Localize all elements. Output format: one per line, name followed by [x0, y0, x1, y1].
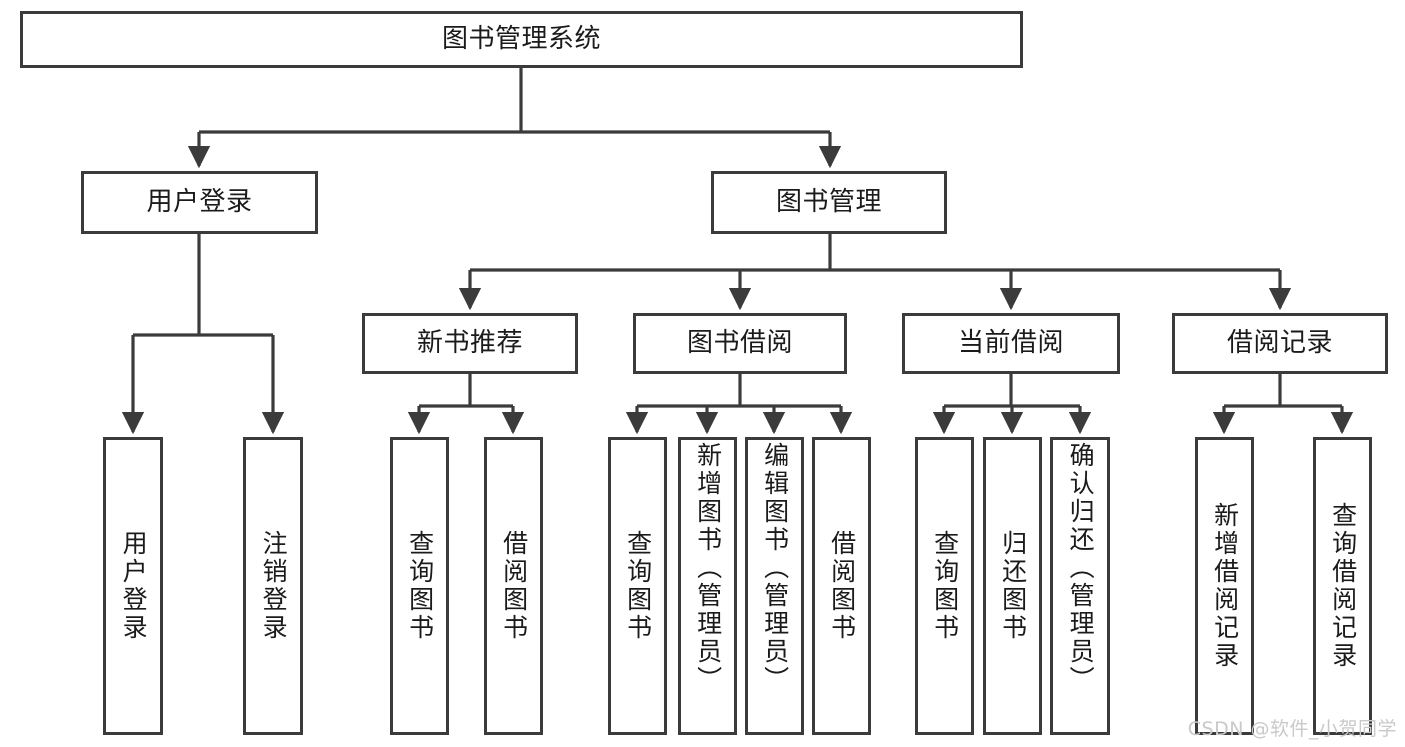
node-leaf-query-record[interactable]: 查询借阅记录 — [1313, 437, 1372, 735]
node-book-manage[interactable]: 图书管理 — [711, 171, 947, 234]
node-leaf-borrow-book-1[interactable]: 借阅图书 — [484, 437, 543, 735]
node-leaf-add-book-label: 新增图书（管理员） — [693, 442, 723, 694]
node-leaf-edit-book[interactable]: 编辑图书（管理员） — [745, 437, 804, 735]
node-leaf-add-record[interactable]: 新增借阅记录 — [1195, 437, 1254, 735]
node-leaf-query-book-2[interactable]: 查询图书 — [608, 437, 667, 735]
node-book-borrow[interactable]: 图书借阅 — [633, 313, 847, 374]
node-user-login-label: 用户登录 — [146, 186, 253, 217]
node-borrow-record-label: 借阅记录 — [1226, 327, 1333, 358]
node-book-borrow-label: 图书借阅 — [686, 327, 793, 358]
node-leaf-edit-book-label: 编辑图书（管理员） — [760, 442, 790, 694]
node-leaf-borrow-book-1-label: 借阅图书 — [499, 530, 529, 642]
node-leaf-borrow-book-2[interactable]: 借阅图书 — [812, 437, 871, 735]
node-leaf-logout-label: 注销登录 — [259, 530, 289, 642]
node-leaf-confirm-return-label: 确认归还（管理员） — [1066, 442, 1096, 694]
node-leaf-return-book-label: 归还图书 — [998, 530, 1028, 642]
node-current-borrow[interactable]: 当前借阅 — [902, 313, 1120, 374]
node-leaf-borrow-book-2-label: 借阅图书 — [827, 530, 857, 642]
node-leaf-query-book-1-label: 查询图书 — [405, 530, 435, 642]
node-borrow-record[interactable]: 借阅记录 — [1172, 313, 1388, 374]
node-leaf-confirm-return[interactable]: 确认归还（管理员） — [1050, 437, 1110, 735]
node-leaf-add-record-label: 新增借阅记录 — [1210, 502, 1240, 670]
node-user-login[interactable]: 用户登录 — [81, 171, 318, 234]
node-root-label: 图书管理系统 — [441, 23, 601, 54]
node-new-book-rec-label: 新书推荐 — [416, 327, 523, 358]
node-leaf-query-record-label: 查询借阅记录 — [1328, 502, 1358, 670]
node-leaf-query-book-3-label: 查询图书 — [930, 530, 960, 642]
node-new-book-rec[interactable]: 新书推荐 — [362, 313, 578, 374]
node-leaf-query-book-3[interactable]: 查询图书 — [915, 437, 974, 735]
node-current-borrow-label: 当前借阅 — [957, 327, 1064, 358]
node-leaf-query-book-1[interactable]: 查询图书 — [390, 437, 449, 735]
node-root[interactable]: 图书管理系统 — [20, 11, 1023, 68]
node-leaf-return-book[interactable]: 归还图书 — [983, 437, 1042, 735]
node-leaf-add-book[interactable]: 新增图书（管理员） — [678, 437, 737, 735]
node-leaf-logout[interactable]: 注销登录 — [243, 437, 303, 735]
node-leaf-user-login[interactable]: 用户登录 — [103, 437, 163, 735]
node-leaf-user-login-label: 用户登录 — [119, 530, 149, 642]
watermark: CSDN @软件_小贺同学 — [1187, 718, 1397, 740]
node-leaf-query-book-2-label: 查询图书 — [623, 530, 653, 642]
node-book-manage-label: 图书管理 — [775, 186, 882, 217]
